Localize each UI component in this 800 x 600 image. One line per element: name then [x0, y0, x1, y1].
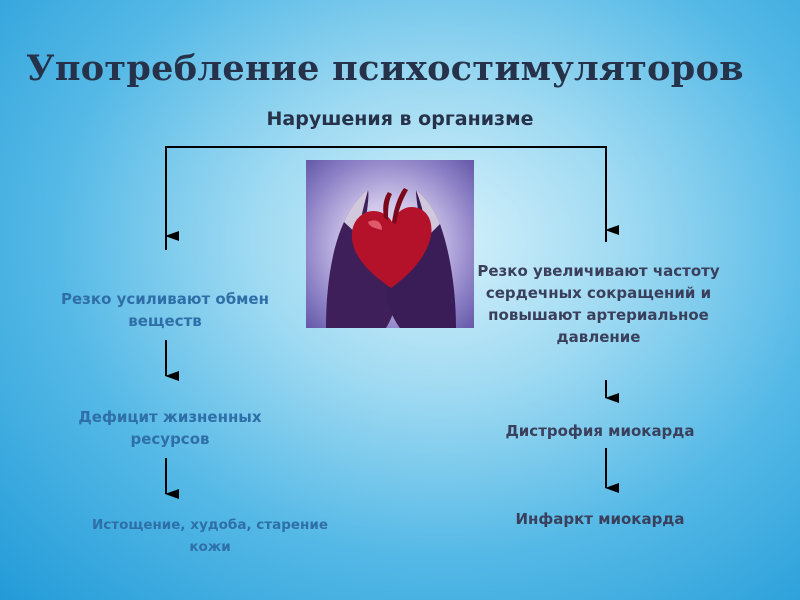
- hands-heart-image: [306, 160, 474, 328]
- left-step-1: Резко усиливают обмен веществ: [61, 290, 269, 330]
- heart-shape: [351, 206, 432, 288]
- slide-subtitle: Нарушения в организме: [266, 108, 534, 130]
- slide-title: Употребление психостимуляторов: [26, 48, 744, 89]
- left-step-2: Дефицит жизненных ресурсов: [78, 408, 262, 448]
- right-step-2: Дистрофия миокарда: [505, 422, 695, 440]
- right-step-1: Резко увеличивают частоту сердечных сокр…: [477, 262, 720, 346]
- left-step-3: Истощение, худоба, старение кожи: [92, 517, 328, 555]
- right-step-3: Инфаркт миокарда: [515, 510, 685, 528]
- bracket-connector: [165, 146, 607, 250]
